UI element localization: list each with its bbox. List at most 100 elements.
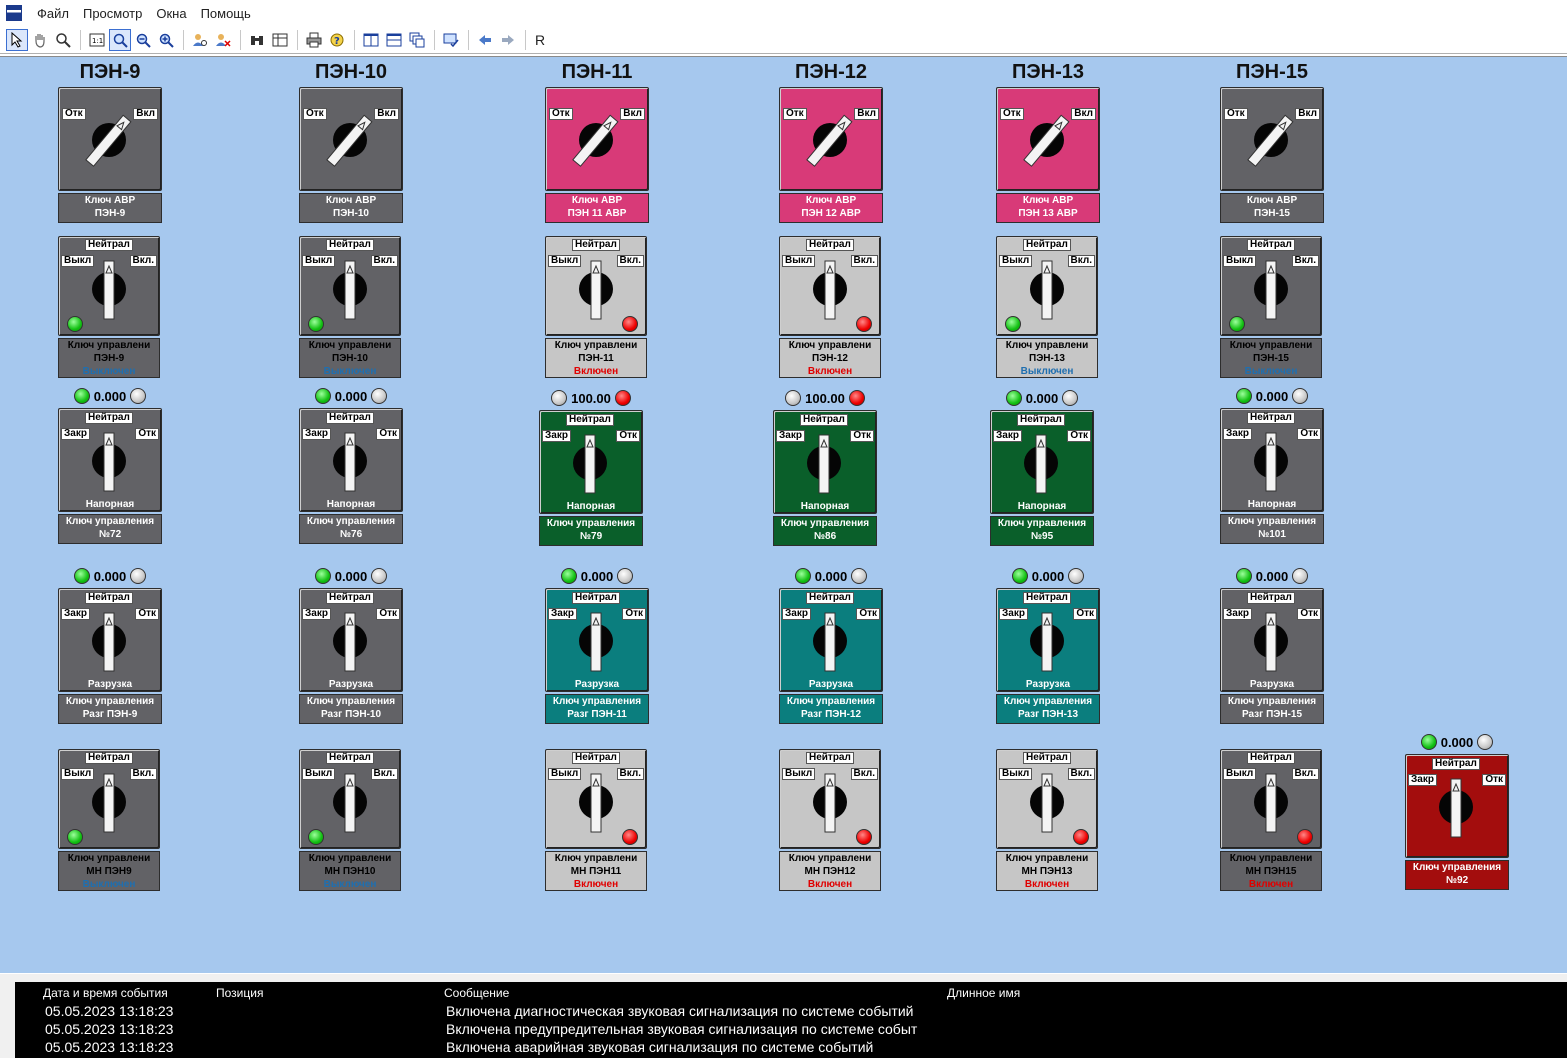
user-search-icon[interactable] [189,29,211,51]
help-icon[interactable]: ? [326,29,348,51]
zoom-icon[interactable] [52,29,74,51]
binoculars-icon[interactable] [246,29,268,51]
log-row[interactable]: 05.05.2023 13:18:23 Включена диагностиче… [15,1003,1567,1021]
hand-tool-icon[interactable] [29,29,51,51]
log-row[interactable]: 05.05.2023 13:18:23 Включена предупредит… [15,1021,1567,1039]
state-led [1229,316,1245,332]
cascade-windows-icon[interactable] [406,29,428,51]
menu-help[interactable]: Помощь [200,5,251,21]
zoom-1-1-icon[interactable]: 1:1 [86,29,108,51]
r-button[interactable]: R [535,31,546,48]
monitor-check-icon[interactable] [440,29,462,51]
print-icon[interactable] [303,29,325,51]
event-log-table[interactable]: Дата и время события Позиция Сообщение Д… [15,982,1567,1058]
svg-text:?: ? [334,36,340,47]
log-header-position[interactable]: Позиция [216,986,264,1000]
table-icon[interactable] [269,29,291,51]
log-header-message[interactable]: Сообщение [444,986,510,1000]
log-header-time[interactable]: Дата и время события [43,986,168,1000]
menu-windows[interactable]: Окна [156,5,187,21]
forward-arrow-icon[interactable] [497,29,519,51]
caption-line1: Ключ управления [552,696,642,707]
log-row[interactable]: 05.05.2023 13:18:23 Включена аварийная з… [15,1039,1567,1057]
zoom-fit-icon[interactable] [109,28,131,51]
split-vertical-icon[interactable] [360,29,382,51]
pointer-tool-icon[interactable] [6,28,28,51]
menu-view[interactable]: Просмотр [82,5,143,21]
log-header-long-name[interactable]: Длинное имя [947,986,1021,1000]
user-remove-icon[interactable] [212,29,234,51]
zoom-out-icon[interactable] [132,29,154,51]
zoom-in-icon[interactable] [155,29,177,51]
caption-line2: ПЭН-12 [812,353,848,364]
back-arrow-icon[interactable] [474,29,496,51]
caption-line2: ПЭН-11 [578,353,614,364]
split-horizontal-icon[interactable] [383,29,405,51]
switch-label-off: Выкл [999,768,1033,780]
menu-file[interactable]: Файл [37,5,69,21]
